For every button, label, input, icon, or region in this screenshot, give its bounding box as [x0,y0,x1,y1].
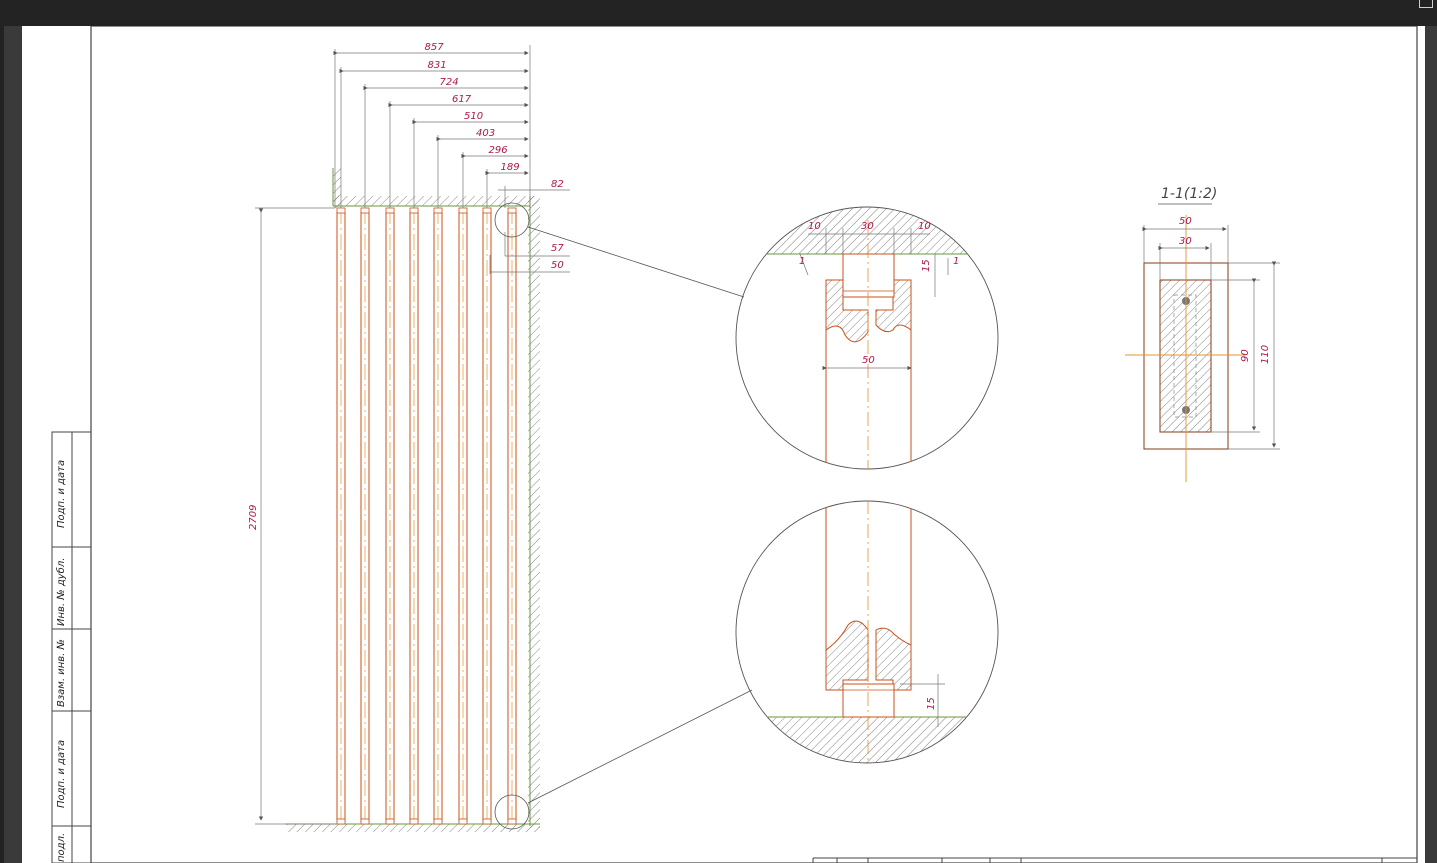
detail-bottom: 15 [735,500,999,764]
tubes [336,207,517,826]
tube-8 [507,207,517,826]
dim-top-617: 617 [452,94,472,105]
right-gutter [1425,26,1437,863]
top-dimensions: 857 831 724 617 510 403 296 189 82 [333,42,570,208]
dim-50: 50 [551,260,564,271]
tube-7 [482,207,492,826]
dim-top-510: 510 [464,111,483,122]
section-dim-50: 50 [1179,216,1192,227]
detail-bottom-dim-15: 15 [926,697,937,710]
title-block [812,857,1417,863]
dim-top-296: 296 [489,145,508,156]
detail-top-dim-15: 15 [921,259,932,272]
detail-top-dim-10b: 10 [918,221,931,232]
tube-2 [360,207,370,826]
section-dim-110: 110 [1260,345,1271,364]
viewer-toolbar [0,0,1437,26]
dim-top-724: 724 [440,77,459,88]
left-gutter-strip [0,26,4,863]
tube-3 [385,207,395,826]
technical-drawing: Подп. и дата Инв. № дубл. Взам. инв. № П… [51,26,1418,863]
dim-top-831: 831 [428,60,447,71]
dim-height: 2709 [248,505,259,530]
inner-frame [90,26,1418,863]
bottom-hatch [287,824,540,832]
corner-hatch [333,168,341,208]
side-stamp: Подп. и дата Инв. № дубл. Взам. инв. № П… [51,431,92,863]
dim-57: 57 [551,243,564,254]
detail-top: 10 30 10 15 1 1 50 [735,206,999,470]
detail-top-dim-1b: 1 [953,256,959,267]
stamp-label-3: Взам. инв. № [56,639,67,707]
section-title: 1-1(1:2) [1161,186,1217,202]
stamp-label-4: Подп. и дата [56,740,67,808]
stamp-label-2: Инв. № дубл. [55,558,67,626]
top-hatch [333,196,538,206]
tube-6 [458,207,468,826]
tube-1 [336,207,346,826]
section-1-1: 1-1(1:2) 50 30 90 110 [1125,186,1280,482]
detail-top-dim-30: 30 [861,221,874,232]
drawing-sheet: Подп. и дата Инв. № дубл. Взам. инв. № П… [22,26,1425,863]
stamp-label-5: подл. [56,833,67,862]
section-dim-30: 30 [1179,236,1192,247]
detail-top-dim-50: 50 [862,355,875,366]
dim-top-82: 82 [551,179,564,190]
main-view: 2709 857 831 724 617 510 403 296 189 82 57 50 [248,42,753,832]
left-gutter [0,26,22,863]
stamp-label-1: Подп. и дата [56,460,67,528]
dim-top-857: 857 [425,42,445,53]
tube-5 [433,207,443,826]
right-hatch [528,196,540,828]
dim-top-403: 403 [476,128,495,139]
dim-top-189: 189 [501,162,520,173]
detail-top-dim-10a: 10 [808,221,821,232]
tube-4 [409,207,419,826]
fullscreen-icon[interactable] [1419,0,1433,8]
detail-marker-bottom [494,794,530,830]
detail-marker-top [494,202,530,238]
detail-top-dim-1a: 1 [799,256,805,267]
section-dim-90: 90 [1240,349,1251,362]
